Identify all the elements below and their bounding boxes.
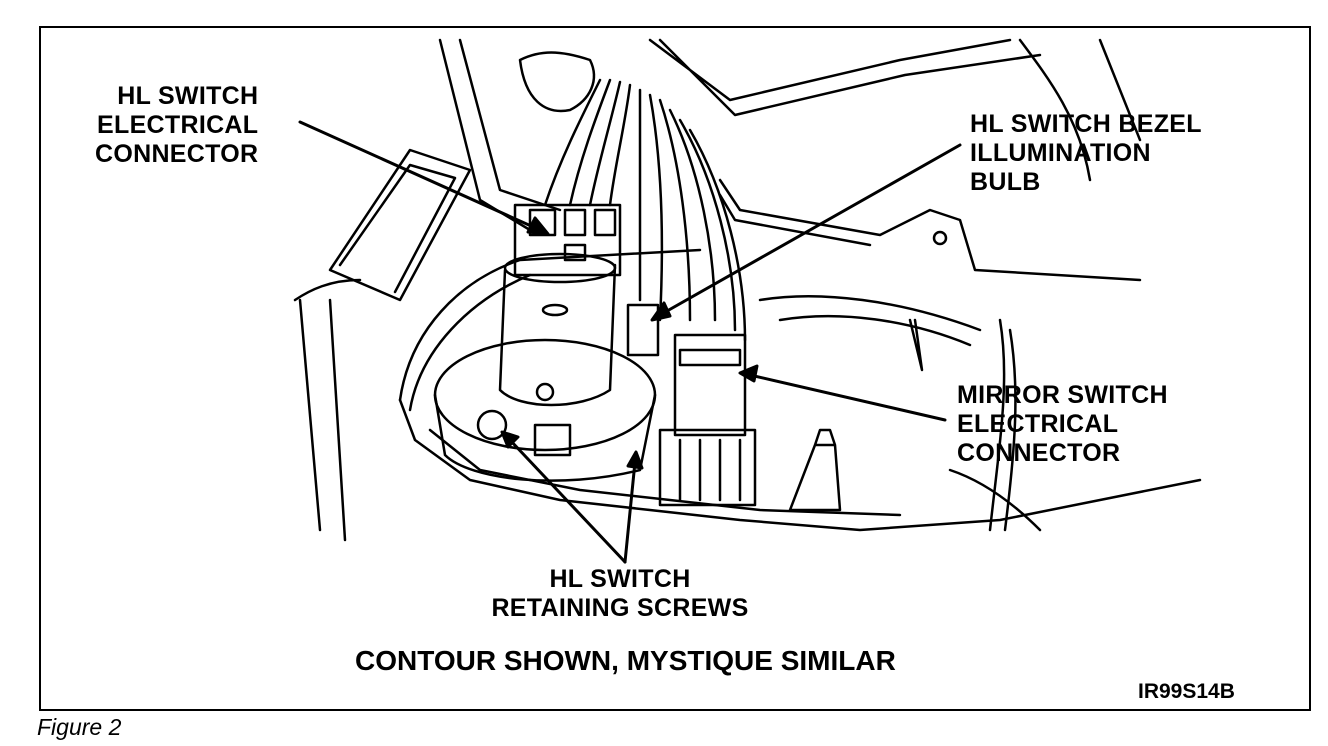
figure-caption: CONTOUR SHOWN, MYSTIQUE SIMILAR <box>355 645 896 676</box>
mirror-switch-connector-label: MIRROR SWITCH ELECTRICAL CONNECTOR <box>957 381 1168 468</box>
retaining-screws-label: HL SWITCH RETAINING SCREWS <box>470 565 770 623</box>
label-line: HL SWITCH <box>117 82 259 110</box>
leader-arrows <box>298 120 962 564</box>
label-line: BULB <box>970 168 1041 196</box>
hl-switch-connector-label: HL SWITCH ELECTRICAL CONNECTOR <box>95 82 258 169</box>
label-line: ELECTRICAL <box>957 410 1119 438</box>
illustration-code: IR99S14B <box>1138 680 1235 703</box>
label-line: MIRROR SWITCH <box>957 381 1168 409</box>
mirror-connector-block <box>673 333 747 437</box>
bezel-illumination-bulb-label: HL SWITCH BEZEL ILLUMINATION BULB <box>970 110 1202 197</box>
label-line: HL SWITCH BEZEL <box>970 110 1202 138</box>
bezel-bulb-socket <box>626 303 660 357</box>
label-line: HL SWITCH <box>549 565 691 593</box>
hl-connector-block <box>513 203 622 277</box>
retaining-screw-left <box>476 409 508 441</box>
mirror-switch-body <box>658 428 757 507</box>
label-line: CONNECTOR <box>95 140 259 168</box>
label-line: CONNECTOR <box>957 439 1121 467</box>
label-line: ILLUMINATION <box>970 139 1151 167</box>
figure-number: Figure 2 <box>37 714 122 740</box>
label-line: ELECTRICAL <box>97 111 259 139</box>
label-line: RETAINING SCREWS <box>491 594 749 622</box>
trim-panel-outline <box>293 278 362 542</box>
switch-base <box>433 338 657 452</box>
retaining-screw-center <box>533 423 572 457</box>
wire-bundle <box>543 78 747 342</box>
